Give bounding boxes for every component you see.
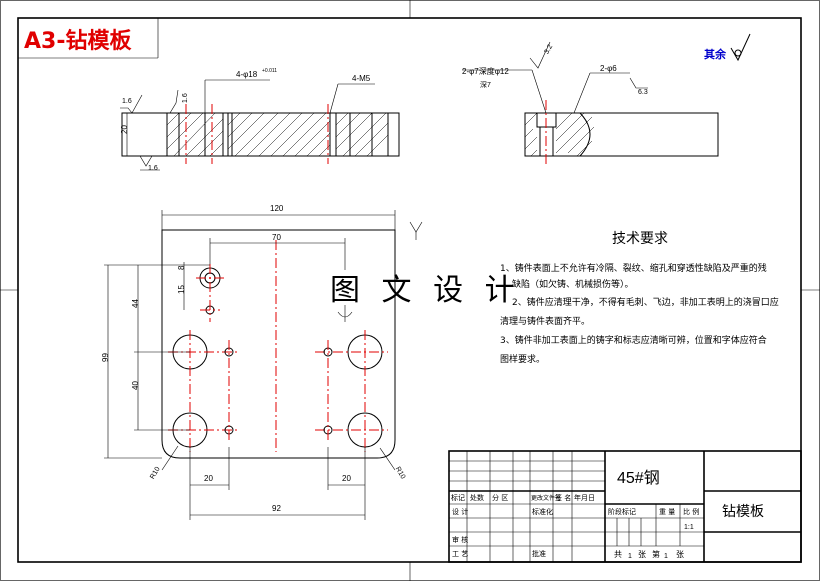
dim-width: 120 xyxy=(270,204,284,213)
hatch-middle xyxy=(227,112,331,157)
tb-c-weight: 重 量 xyxy=(659,508,675,516)
hole-callout-left: 4-φ18 xyxy=(236,70,258,79)
surface-finish-label: 其余 xyxy=(704,47,727,61)
tb-scale-value: 1:1 xyxy=(684,524,694,531)
tb-c-scale: 比 例 xyxy=(683,507,699,516)
tb-sheet-1b: 1 xyxy=(664,553,668,560)
tb-h-sign: 签 名 xyxy=(555,493,571,502)
tb-r-check: 审 核 xyxy=(452,535,468,544)
roughness-3: 1.6 xyxy=(148,165,158,172)
side-hatch xyxy=(524,112,595,157)
dim-92: 92 xyxy=(272,504,281,513)
roughness-1: 1.6 xyxy=(122,98,132,105)
tb-h-zone: 分 区 xyxy=(492,493,508,502)
tech-line-1: 1、铸件表面上不允许有冷隔、裂纹、缩孔和穿透性缺陷及严重的残 xyxy=(500,262,767,274)
thickness-dim: 20 xyxy=(120,125,129,134)
tb-h-mark: 标记 xyxy=(451,493,465,502)
tb-h-docno: 更改文件号 xyxy=(531,494,561,502)
dim-8: 8 xyxy=(177,265,186,270)
hole-callout-left-tol: +0.011 xyxy=(262,68,277,74)
side-callout-2: 2-φ6 xyxy=(600,64,617,73)
tb-sheets-unit: 张 xyxy=(638,550,646,559)
tb-sheets-total: 共 xyxy=(614,550,622,559)
roughness-2: 1.6 xyxy=(182,93,189,103)
dim-20-right: 20 xyxy=(342,474,351,483)
drawing-title: A3-钻模板 xyxy=(24,28,132,54)
title-block: 标记 处数 分 区 更改文件号 签 名 年月日 设 计 标准化 审 核 工 艺 … xyxy=(448,450,802,563)
top-section-view: 4-φ18 +0.011 4-M5 1.6 1.6 1.6 20 xyxy=(120,68,400,172)
side-roughness-top: 3.2 xyxy=(543,43,554,55)
tech-requirements: 技术要求 1、铸件表面上不允许有冷隔、裂纹、缩孔和穿透性缺陷及严重的残 缺陷（如… xyxy=(500,231,779,365)
tech-heading: 技术要求 xyxy=(612,231,668,247)
thread-callout: 4-M5 xyxy=(352,74,371,83)
surface-finish-note: 其余 xyxy=(704,33,751,62)
hatch-left xyxy=(166,112,224,157)
tech-line-2: 缺陷（如欠铸、机械损伤等）。 xyxy=(512,278,634,290)
tb-sheet-unit2: 张 xyxy=(676,550,684,559)
side-roughness-2: 6.3 xyxy=(638,89,648,96)
dim-20-left: 20 xyxy=(204,474,213,483)
dim-70: 70 xyxy=(272,233,281,242)
dim-44: 44 xyxy=(131,299,140,308)
hatch-right xyxy=(335,112,389,157)
tech-line-5: 3、铸件非加工表面上的铸字和标志应清晰可辨，位置和字体应符合 xyxy=(500,334,767,346)
side-view: 2-φ7深度φ12 深7 2-φ6 3.2 6.3 xyxy=(462,41,719,166)
watermark: 图 文 设 计 xyxy=(330,273,521,308)
tb-r-design: 设 计 xyxy=(452,507,468,516)
tb-r-process: 工 艺 xyxy=(452,550,468,558)
tech-line-3: 2、铸件应清理干净，不得有毛刺、飞边，非加工表明上的浇冒口应 xyxy=(512,296,779,308)
tb-sheet-no: 第 xyxy=(652,549,660,559)
plan-view: 120 70 8 15 xyxy=(101,204,423,520)
dim-15: 15 xyxy=(177,285,186,294)
tech-line-4: 清理与铸件表面齐平。 xyxy=(500,315,590,327)
tb-r-approve: 批准 xyxy=(532,549,546,558)
side-callout-1b: 深7 xyxy=(480,80,491,89)
dim-40: 40 xyxy=(131,381,140,390)
radius-left: R10 xyxy=(149,466,162,481)
tb-sheet-1a: 1 xyxy=(628,553,632,560)
tb-h-count: 处数 xyxy=(470,493,484,502)
tb-part-name: 钻模板 xyxy=(722,504,764,520)
tech-line-6: 图样要求。 xyxy=(500,353,545,365)
tb-h-date: 年月日 xyxy=(574,493,595,502)
tb-material: 45#钢 xyxy=(617,469,660,487)
radius-right: R10 xyxy=(394,466,407,481)
dim-99: 99 xyxy=(101,353,110,362)
side-callout-1: 2-φ7深度φ12 xyxy=(462,66,509,76)
tb-c-stage: 阶段标记 xyxy=(608,507,636,516)
tb-r-std: 标准化 xyxy=(532,507,553,516)
